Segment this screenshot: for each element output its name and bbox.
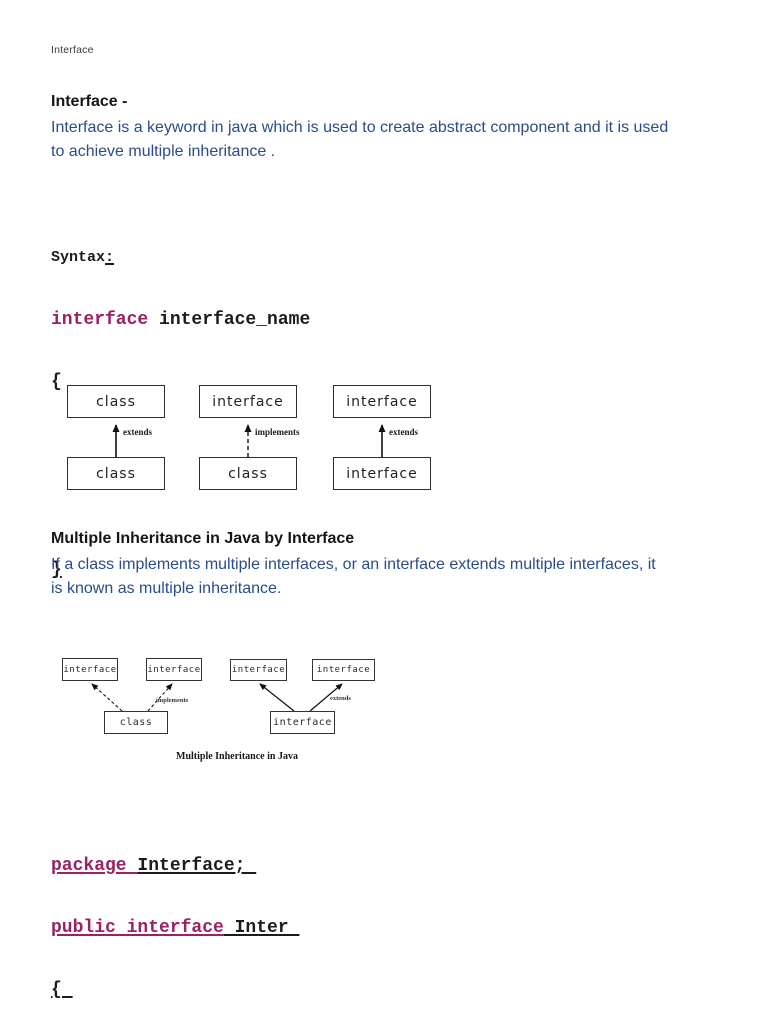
diagram-box-interface: interface — [333, 457, 431, 490]
syntax-line: Syntax: — [51, 249, 115, 266]
diagram-box-interface: interface — [333, 385, 431, 418]
diagram-box-interface: interface — [199, 385, 297, 418]
extends-arrow — [309, 683, 343, 712]
multiple-inheritance-diagram: interface interface class implements int… — [58, 654, 398, 769]
arrow-lines — [112, 424, 386, 457]
arrow-lines — [91, 683, 343, 712]
multi-line-2: is known as multiple inheritance. — [51, 580, 282, 597]
syntax-line — [51, 496, 310, 519]
code-line: { — [51, 979, 73, 1000]
arrow-label-extends: extends — [330, 695, 351, 702]
diagram-box-interface: interface — [312, 659, 375, 681]
arrow-label-implements: implements — [156, 697, 189, 704]
syntax-line: { — [51, 372, 62, 393]
arrow-label-extends: extends — [389, 427, 418, 437]
multi-line-1: If a class implements multiple interface… — [51, 556, 656, 573]
diagram-box-interface: interface — [146, 658, 202, 681]
arrow-label-extends: extends — [123, 427, 152, 437]
inheritance-relations-diagram: class class extends interface class impl… — [67, 385, 433, 493]
intro-heading: Interface - — [51, 93, 128, 110]
diagram-box-interface: interface — [62, 658, 118, 681]
syntax-line: } — [51, 559, 62, 580]
syntax-code-block: Syntax: interface interface_name { } — [51, 206, 310, 622]
code-line: public interface Inter — [51, 917, 300, 938]
diagram-box-class: class — [67, 385, 165, 418]
arrow-label-implements: implements — [255, 427, 300, 437]
java-code-block: package Interface; public interface Inte… — [51, 816, 299, 1024]
diagram-box-class: class — [104, 711, 168, 734]
code-line: package Interface; — [51, 856, 257, 876]
implements-arrow — [147, 683, 173, 712]
implements-arrow — [91, 683, 123, 712]
diagram-box-interface: interface — [230, 659, 287, 681]
diagram-box-class: class — [199, 457, 297, 490]
syntax-line: interface interface_name — [51, 309, 311, 330]
document-title-header: Interface — [51, 44, 94, 56]
intro-paragraph: Interface is a keyword in java which is … — [51, 116, 668, 164]
extends-arrow — [259, 683, 295, 712]
diagram-caption: Multiple Inheritance in Java — [176, 751, 298, 762]
diagram-box-interface: interface — [270, 711, 335, 734]
intro-line-2: to achieve multiple inheritance . — [51, 143, 276, 160]
multiple-inheritance-heading: Multiple Inheritance in Java by Interfac… — [51, 530, 355, 547]
multiple-inheritance-paragraph: If a class implements multiple interface… — [51, 553, 656, 601]
diagram-box-class: class — [67, 457, 165, 490]
intro-line-1: Interface is a keyword in java which is … — [51, 119, 669, 136]
